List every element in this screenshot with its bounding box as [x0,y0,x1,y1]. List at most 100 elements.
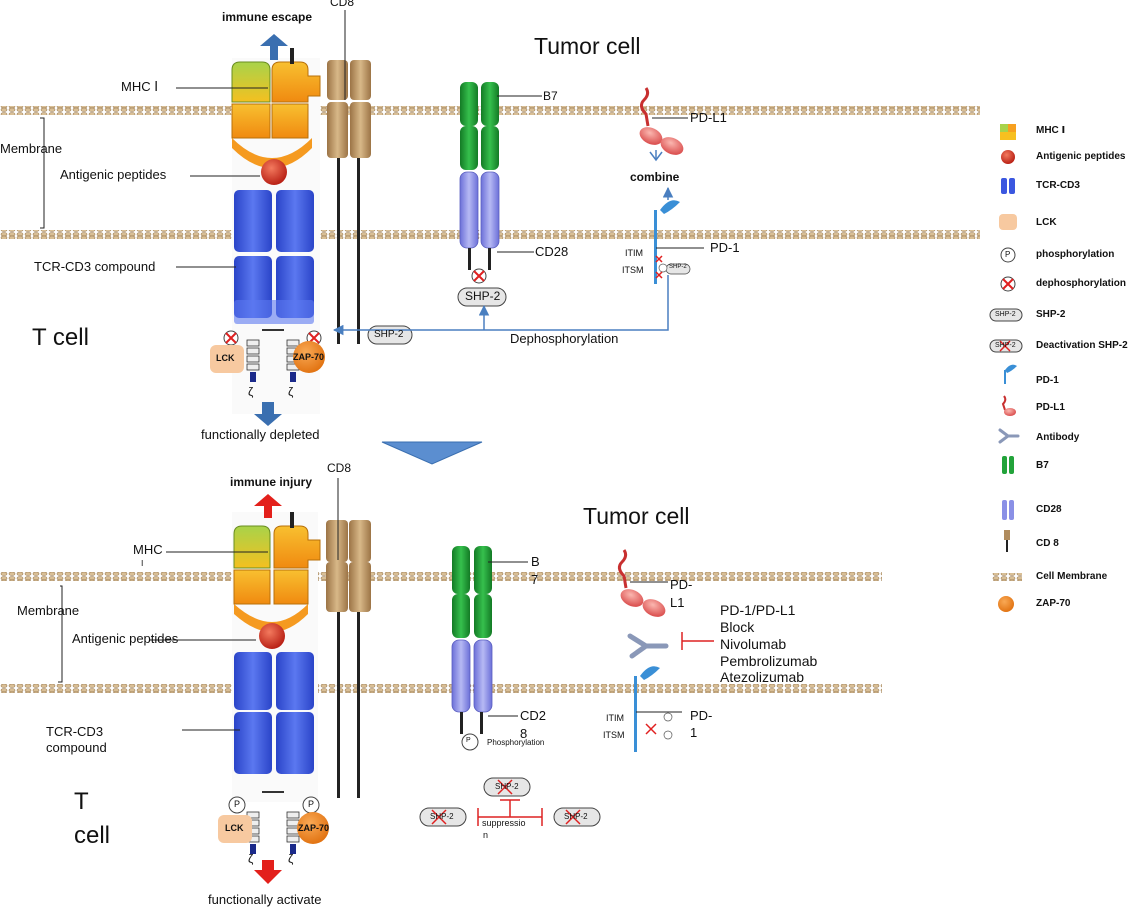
bottom-antigenic-peptides-label: Antigenic peptides [72,631,179,646]
top-dephosphorylation-icon-left [223,330,239,346]
top-pd-l1-label: PD-L1 [690,110,727,125]
legend-label-tcr-cd3: TCR-CD3 [1036,180,1080,191]
legend-zap70-icon [998,596,1014,612]
bottom-immune-injury-arrow [254,494,282,518]
bottom-itim-label: ITIM [606,713,624,723]
top-pd1-molecule [654,200,680,284]
bottom-cd28-label-1: CD2 [520,708,547,723]
bottom-pd-1-label-2: 1 [690,725,698,740]
bottom-cd28-p-label: P [466,737,471,744]
top-tumor-cell-label: Tumor cell [534,33,641,59]
top-shp2-center-label: SHP-2 [465,289,501,303]
bottom-t-cell-label-2: cell [74,822,111,849]
bottom-pd-l1-label-1: PD- [670,577,693,592]
top-functionally-depleted-label: functionally depleted [201,427,320,442]
top-pd-1-label: PD-1 [710,240,740,255]
bottom-cd8-label: CD8 [327,461,352,475]
bottom-block-inhibitor [681,632,714,650]
bottom-lower-membrane [0,684,882,693]
bottom-block-label-1: PD-1/PD-L1 [720,602,796,618]
top-combine-label: combine [630,170,680,184]
bottom-itsm-label: ITSM [603,730,625,740]
bottom-zap70-icon [297,812,329,844]
bottom-mhc-numeral: Ⅰ [141,559,144,568]
legend-label-cd28: CD28 [1036,504,1062,515]
top-tcr-complex [231,48,321,414]
legend-phosphorylation-icon [1000,247,1016,263]
legend-label-b7: B7 [1036,460,1049,471]
top-tcr-cd3-label: TCR-CD3 compound [34,259,156,274]
top-immune-escape-label: immune escape [222,10,313,24]
bottom-pd1-molecule [634,666,673,752]
bottom-suppression-inhibitor [477,799,543,826]
legend-pd1-icon [1004,364,1017,384]
legend-label-lck: LCK [1036,217,1057,228]
top-lck-label: LCK [216,353,235,363]
bottom-mhc-label: MHC [133,542,163,557]
legend-b7-icon [1002,456,1014,474]
bottom-tcr-complex [232,512,321,854]
bottom-lck-label: LCK [225,823,244,833]
legend-deactivated-shp2-icon-text: SHP-2 [995,342,1016,349]
legend-shp2-icon-text: SHP-2 [995,311,1016,318]
bottom-cd28-label-2: 8 [520,726,528,741]
legend-deactivated-shp2-icon [989,339,1023,353]
bottom-functionally-activate-label: functionally activate [208,892,322,907]
bottom-phospho-left-label: P [234,799,241,809]
legend-label-shp2: SHP-2 [1036,309,1066,320]
legend-label-antibody: Antibody [1036,432,1080,443]
bottom-block-label-2: Block [720,619,755,635]
top-b7-label: B7 [543,89,558,103]
top-shp2-small-label: SHP-2 [669,264,687,270]
bottom-drug-pembrolizumab: Pembrolizumab [720,653,818,669]
bottom-suppression-label-1: suppressio [482,818,526,828]
top-dephosphorylation-label: Dephosphorylation [510,331,619,346]
legend-label-mhc: MHC Ⅰ [1036,125,1066,136]
legend-tcr-cd3-icon [1001,178,1015,194]
legend-shp2-icon [989,308,1023,322]
top-b7-cd28 [459,82,500,284]
legend-pdl1-icon [1001,395,1016,416]
bottom-shp2-right-label: SHP-2 [564,812,588,821]
bottom-lck-icon [218,815,252,843]
bottom-pdl1-molecule [617,549,666,617]
top-depleted-arrow [254,402,282,426]
bottom-immune-injury-label: immune injury [230,475,313,489]
bottom-zeta-left-label: ζ [248,852,254,866]
legend-label-antigenic-peptides: Antigenic peptides [1036,151,1126,162]
bottom-shp2-left-icon [419,807,467,827]
bottom-b7-label-2: 7 [531,572,539,587]
bottom-shp2-left-label: SHP-2 [430,812,454,821]
bottom-t-cell-label-1: T [74,788,89,815]
bottom-zap70-label: ZAP-70 [298,823,330,833]
legend-mhc-icon [1000,124,1016,140]
bottom-tcr-cd3-label-1: TCR-CD3 [46,724,104,739]
bottom-upper-membrane [0,572,882,581]
bottom-suppression-label-2: n [483,830,489,840]
bottom-phosphorylation-label: Phosphorylation [487,738,545,747]
top-pdl1-molecule [639,87,684,155]
top-t-cell-label: T cell [32,324,89,351]
top-antigenic-peptides-label: Antigenic peptides [60,167,167,182]
bottom-shp2-right-icon [553,807,601,827]
top-zeta-left-label: ζ [248,385,254,399]
bottom-shp2-top-icon [483,777,531,797]
legend-p-icon-text: P [1005,250,1011,259]
legend-label-cell-membrane: Cell Membrane [1036,571,1108,582]
legend-icons [989,124,1023,612]
top-mhc-label: MHC Ⅰ [121,79,159,94]
bottom-antibody-icon [627,633,669,659]
bottom-cd8-molecule [326,478,371,798]
top-lck-icon [210,345,244,373]
legend-label-zap70: ZAP-70 [1036,598,1071,609]
legend-cd28-icon [1002,500,1014,520]
bottom-shp2-top-label: SHP-2 [495,782,519,791]
top-itsm-label: ITSM [622,265,644,275]
top-cd8-label: CD8 [330,0,355,9]
bottom-tcr-cd3-label-2: compound [46,740,107,755]
top-zeta-right-label: ζ [288,385,294,399]
legend-lck-icon [999,214,1017,230]
legend-label-cd8: CD 8 [1036,538,1059,549]
